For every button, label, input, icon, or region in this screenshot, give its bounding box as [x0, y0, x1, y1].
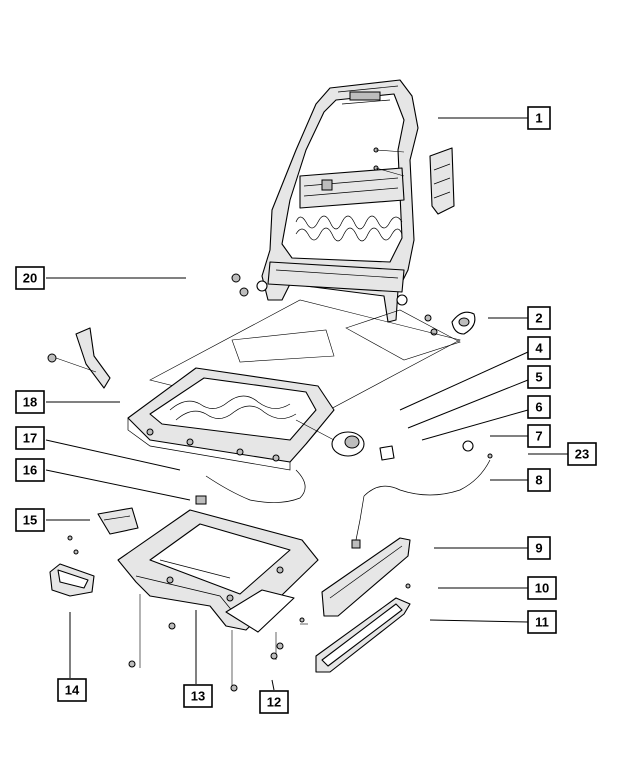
callout-label: 6	[535, 400, 542, 415]
callout-label: 10	[535, 581, 549, 596]
recliner-knob	[451, 311, 476, 335]
callout-11: 11	[527, 610, 557, 634]
outer-side-shield	[321, 537, 411, 617]
track-bolts	[299, 617, 308, 625]
fasteners-20	[231, 273, 438, 336]
inner-side-shield	[315, 597, 411, 673]
callout-label: 5	[535, 370, 542, 385]
callout-14: 14	[57, 678, 87, 702]
callout-4: 4	[527, 336, 551, 360]
small-cap-6	[462, 440, 474, 452]
callout-label: 2	[535, 311, 542, 326]
seat-back-frame	[256, 79, 419, 323]
callout-15: 15	[15, 508, 45, 532]
callout-8: 8	[527, 468, 551, 492]
callout-label: 9	[535, 541, 542, 556]
callout-17: 17	[15, 426, 45, 450]
seat-track-assembly	[117, 509, 319, 692]
callout-label: 8	[535, 473, 542, 488]
callout-13: 13	[183, 684, 213, 708]
wire-harness	[351, 453, 493, 549]
callout-label: 23	[575, 447, 589, 462]
callout-label: 12	[267, 695, 281, 710]
callout-6: 6	[527, 395, 551, 419]
callout-2: 2	[527, 306, 551, 330]
callout-label: 20	[23, 271, 37, 286]
height-adjust-knob	[295, 419, 395, 461]
callout-7: 7	[527, 424, 551, 448]
callout-label: 7	[535, 429, 542, 444]
headrest-guide	[429, 147, 455, 215]
callout-label: 15	[23, 513, 37, 528]
callout-23: 23	[567, 442, 597, 466]
callout-label: 4	[535, 341, 543, 356]
callout-10: 10	[527, 576, 557, 600]
callout-16: 16	[15, 458, 45, 482]
callout-9: 9	[527, 536, 551, 560]
callout-label: 16	[23, 463, 37, 478]
callout-12: 12	[259, 690, 289, 714]
front-trim-cap	[49, 535, 95, 597]
callout-18: 18	[15, 390, 45, 414]
shield-clip	[405, 583, 411, 589]
callout-5: 5	[527, 365, 551, 389]
callout-label: 18	[23, 395, 37, 410]
cover-bracket	[97, 507, 139, 535]
cushion-wire	[195, 469, 306, 505]
seat-cushion-frame	[127, 367, 335, 471]
callout-label: 13	[191, 689, 205, 704]
callout-label: 17	[23, 431, 37, 446]
callout-label: 11	[535, 615, 549, 630]
callout-20: 20	[15, 266, 45, 290]
left-side-bracket	[47, 327, 111, 389]
leader-lines	[45, 117, 568, 691]
callout-label: 1	[535, 111, 542, 126]
callout-label: 14	[65, 683, 80, 698]
callout-1: 1	[527, 106, 551, 130]
